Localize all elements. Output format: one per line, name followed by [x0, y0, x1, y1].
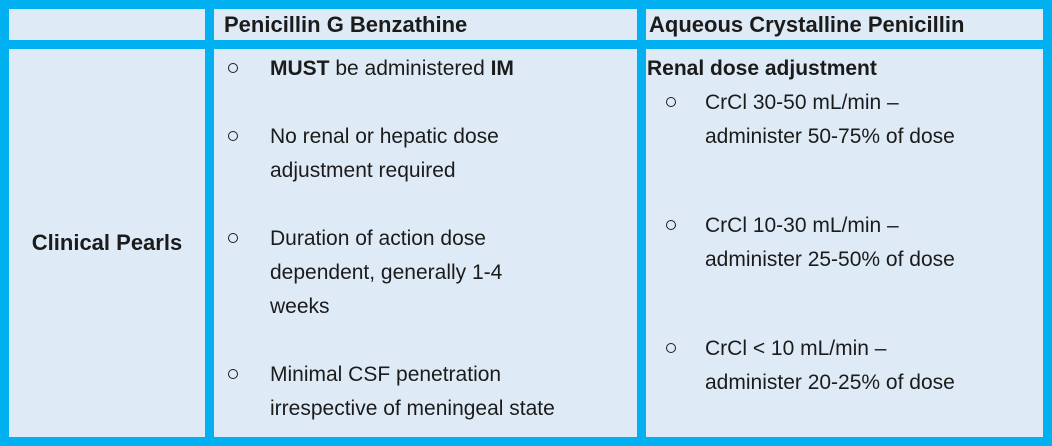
bullet-text-no-renal-hepatic-adjustment: No renal or hepatic dose adjustment requ…	[270, 125, 499, 182]
bullet-circle-icon	[666, 86, 705, 107]
row-label-cell: Clinical Pearls	[9, 49, 205, 437]
bullet-circle-icon	[228, 358, 270, 379]
bullet-text-crcl-10-30: CrCl 10-30 mL/min – administer 25-50% of…	[705, 214, 955, 271]
list-item: No renal or hepatic dose adjustment requ…	[214, 120, 637, 188]
bullet-circle-icon	[228, 52, 270, 73]
list-item: MUST be administered IM	[214, 52, 637, 86]
bullet-text-duration-of-action: Duration of action dose dependent, gener…	[270, 227, 503, 318]
list-item: Duration of action dose dependent, gener…	[214, 222, 637, 324]
list-item: CrCl 30-50 mL/min – administer 50-75% of…	[646, 86, 1043, 154]
header-cell-penicillin-g-benzathine: Penicillin G Benzathine	[214, 9, 637, 40]
header-penicillin-g-benzathine-label: Penicillin G Benzathine	[224, 11, 468, 37]
row-label-clinical-pearls: Clinical Pearls	[31, 230, 183, 255]
bullet-text-crcl-under-10: CrCl < 10 mL/min – administer 20-25% of …	[705, 337, 955, 394]
bullet-text-minimal-csf-penetration: Minimal CSF penetration irrespective of …	[270, 363, 555, 420]
header-aqueous-crystalline-penicillin-label: Aqueous Crystalline Penicillin	[649, 11, 965, 37]
header-empty-cell	[9, 9, 205, 40]
header-cell-aqueous-crystalline-penicillin: Aqueous Crystalline Penicillin	[646, 9, 1043, 40]
benzathine-pearls-cell: MUST be administered IM No renal or hepa…	[214, 49, 637, 437]
list-item: CrCl 10-30 mL/min – administer 25-50% of…	[646, 209, 1043, 277]
bullet-text-must-be-administered-im: MUST be administered IM	[270, 57, 514, 80]
bullet-circle-icon	[228, 222, 270, 243]
bullet-text-crcl-30-50: CrCl 30-50 mL/min – administer 50-75% of…	[705, 91, 955, 148]
aqueous-pearls-cell: Renal dose adjustment CrCl 30-50 mL/min …	[646, 49, 1043, 437]
bullet-circle-icon	[666, 209, 705, 230]
renal-dose-adjustment-heading: Renal dose adjustment	[647, 57, 877, 80]
bullet-circle-icon	[666, 332, 705, 353]
list-item: Minimal CSF penetration irrespective of …	[214, 358, 637, 426]
bullet-circle-icon	[228, 120, 270, 141]
list-item: CrCl < 10 mL/min – administer 20-25% of …	[646, 332, 1043, 400]
